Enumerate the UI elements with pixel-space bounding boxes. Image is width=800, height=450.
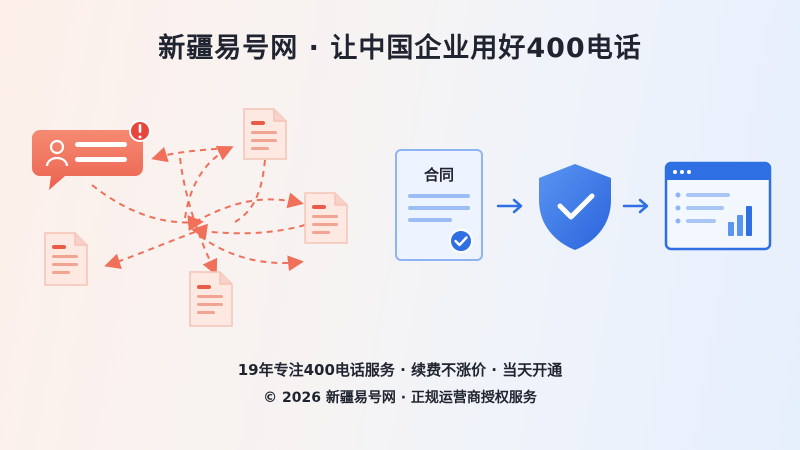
contract-document: 合同 — [395, 149, 483, 261]
arrow-right-icon — [496, 198, 523, 214]
chat-alert-icon — [32, 120, 151, 190]
dashboard-chart-icon — [664, 161, 772, 251]
document-icon — [44, 232, 88, 286]
document-icon — [304, 192, 348, 244]
footer-copyright: © 2026 新疆易号网 · 正规运营商授权服务 — [263, 390, 537, 406]
arrow-doc-top-to-left — [151, 146, 229, 163]
arrow-chat-to-center — [91, 184, 204, 231]
page-title: 新疆易号网 · 让中国企业用好400电话 — [158, 33, 642, 64]
dashed-arrows — [91, 145, 306, 276]
arrow-center-to-doc-right — [194, 192, 304, 223]
arrow-doc-right-to-center — [191, 223, 306, 240]
arrow-doc-top-down — [234, 159, 266, 223]
arrow-center-to-doc-top — [184, 145, 234, 219]
contract-label: 合同 — [423, 166, 454, 184]
arrow-center-to-doc-left — [104, 231, 196, 269]
arrow-right-icon — [622, 198, 649, 214]
arrow-top-curve — [179, 157, 218, 276]
shield-check-icon — [539, 164, 611, 250]
footer-features: 19年专注400电话服务 · 续费不涨价 · 当天开通 — [237, 361, 563, 379]
document-icon — [189, 271, 233, 327]
document-icon — [243, 108, 287, 160]
arrow-center-to-bottom-right — [199, 235, 304, 272]
